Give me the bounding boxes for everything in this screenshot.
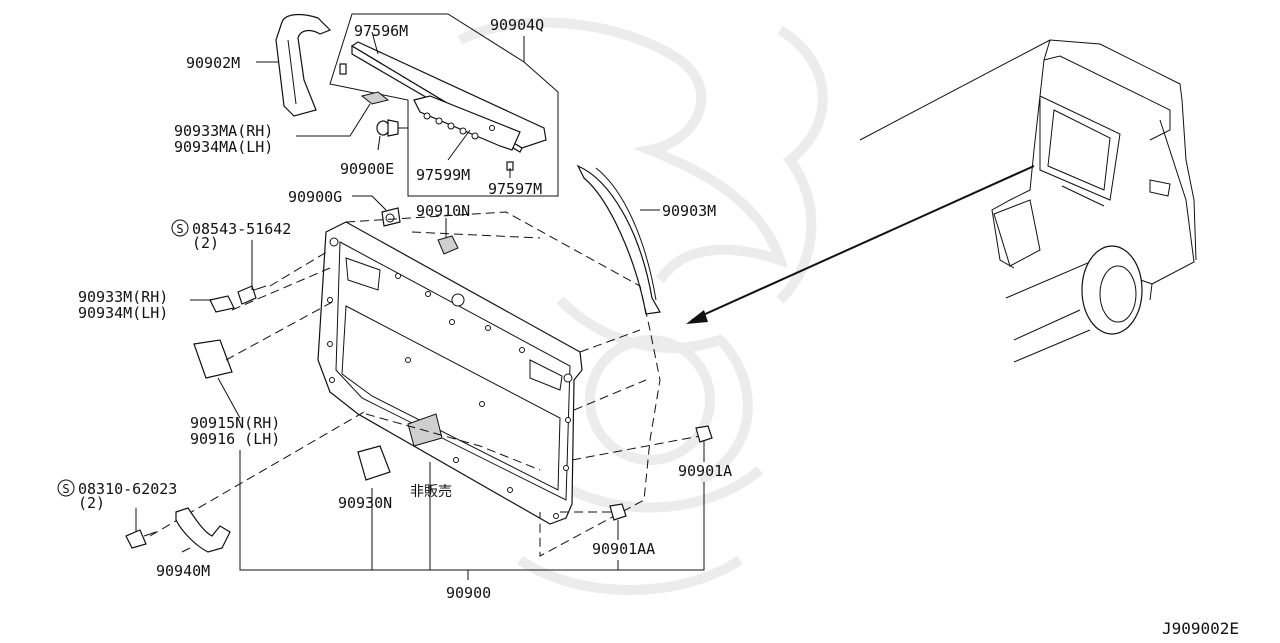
label-90934m-lh: 90934M(LH) (78, 304, 168, 322)
grommet-90900e (376, 119, 408, 137)
locator-arrow (691, 165, 1035, 321)
leader-97599m (447, 129, 471, 161)
label-90900: 90900 (446, 584, 491, 602)
watermark-crest (457, 17, 828, 595)
vehicle-rear-outline (859, 39, 1197, 363)
leader-90915n (217, 377, 241, 419)
diagram-code: J909002E (1162, 619, 1239, 638)
label-90900e: 90900E (340, 160, 394, 178)
label-90900g: 90900G (288, 188, 342, 206)
label-screw1-qty: (2) (192, 234, 219, 252)
handle-90940m (175, 507, 231, 553)
label-90915n-rh: 90915N(RH) (190, 414, 280, 432)
clip-90930n (357, 445, 391, 481)
spoiler-90904q (339, 41, 547, 171)
assembly-dash-lines (149, 211, 701, 557)
svg-text:S: S (62, 482, 69, 496)
leader-90933ma (296, 103, 371, 137)
label-90933ma-rh: 90933MA(RH) (174, 122, 273, 140)
pillar-trim-90902m (275, 13, 332, 117)
leader-90900g (352, 195, 387, 211)
screw-08310-62023 (125, 529, 157, 549)
clip-90901a (695, 425, 713, 452)
label-90903m: 90903M (662, 202, 716, 220)
clip-90933ma (360, 91, 390, 105)
label-90916-lh: 90916 (LH) (190, 430, 280, 448)
label-90933m-rh: 90933M(RH) (78, 288, 168, 306)
clip-90900g (381, 207, 401, 227)
label-90910n: 90910N (416, 202, 470, 220)
label-screw2-qty: (2) (78, 494, 105, 512)
circled-s-icon: S (171, 219, 189, 237)
clip-90901aa (609, 503, 627, 532)
label-screw-08543-51642: 08543-51642 (192, 220, 291, 238)
cover-90915n (193, 339, 233, 379)
callout-bracket-90900 (239, 450, 705, 580)
label-90901a: 90901A (678, 462, 732, 480)
label-90930n: 90930N (338, 494, 392, 512)
screw-08543-51642 (237, 285, 267, 305)
back-door-trim-90900 (317, 221, 583, 525)
label-90934ma-lh: 90934MA(LH) (174, 138, 273, 156)
leader-90940m (181, 547, 191, 553)
bracket-90933m (209, 295, 235, 313)
label-97597m: 97597M (488, 180, 542, 198)
clip-90910n (437, 235, 459, 255)
label-97599m: 97599M (416, 166, 470, 184)
label-screw-08310-62023: 08310-62023 (78, 480, 177, 498)
side-trim-90903m (576, 164, 661, 315)
label-90904q: 90904Q (490, 16, 544, 34)
leader-97596m (371, 31, 379, 55)
spoiler-group-box (329, 13, 559, 197)
locator-arrow-head (686, 310, 708, 324)
label-90940m: 90940M (156, 562, 210, 580)
label-97596m: 97596M (354, 22, 408, 40)
svg-text:S: S (176, 222, 183, 236)
label-90902m: 90902M (186, 54, 240, 72)
circled-s-icon: S (57, 479, 75, 497)
label-not-for-sale: 非販売 (410, 484, 452, 500)
leader-90900e (377, 135, 381, 151)
label-90901aa: 90901AA (592, 540, 655, 558)
